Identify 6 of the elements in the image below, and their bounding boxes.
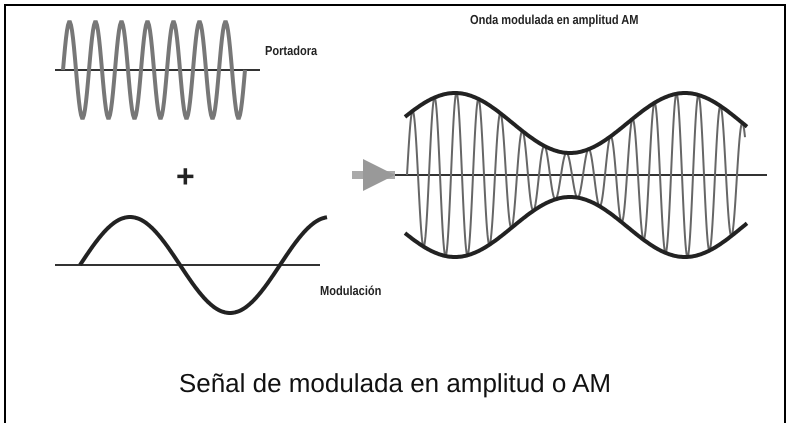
wave-label: Portadora — [265, 43, 318, 58]
wave-title: Onda modulada en amplitud AM — [470, 12, 638, 27]
plus-sign: + — [176, 160, 195, 192]
caption: Señal de modulada en amplitud o AM — [178, 368, 612, 399]
arrow — [352, 159, 395, 191]
wave-label: Modulación — [320, 283, 382, 298]
